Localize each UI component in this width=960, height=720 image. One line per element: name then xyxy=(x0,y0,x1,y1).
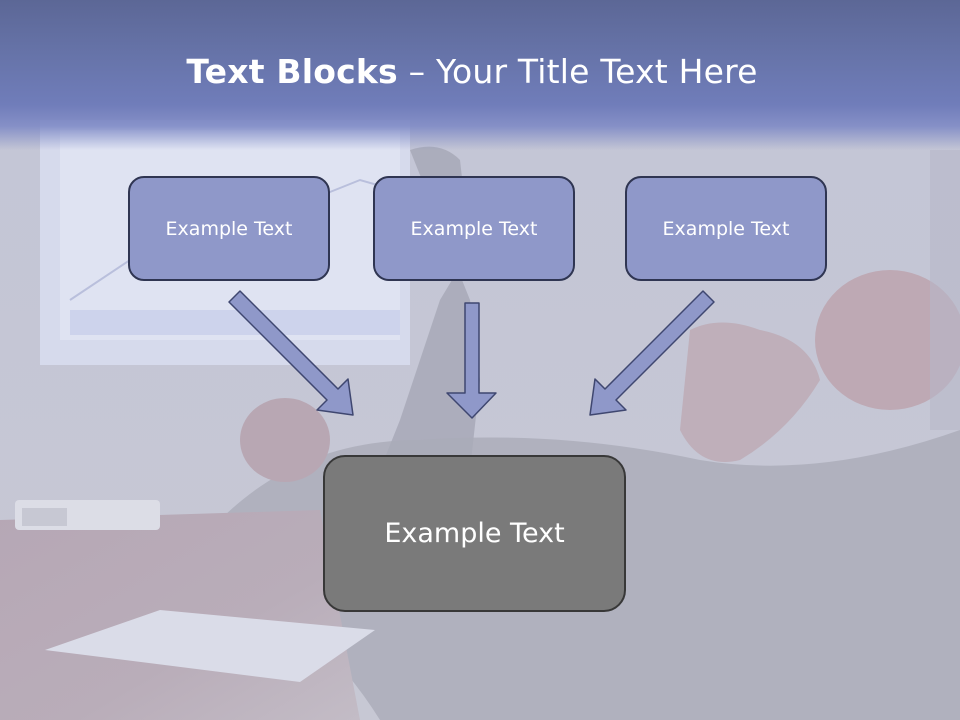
text-block-left[interactable]: Example Text xyxy=(128,176,330,281)
title-bold-text: Text Blocks xyxy=(186,52,398,91)
text-block-right-label: Example Text xyxy=(662,217,790,240)
seated-person-head xyxy=(240,398,330,482)
arrow-left-diagonal xyxy=(228,290,354,416)
arrow-center-down xyxy=(446,302,497,419)
text-block-center-label: Example Text xyxy=(410,217,538,240)
text-block-center[interactable]: Example Text xyxy=(373,176,575,281)
text-block-left-label: Example Text xyxy=(165,217,293,240)
main-text-block-label: Example Text xyxy=(384,518,565,549)
slide-title[interactable]: Text Blocks – Your Title Text Here xyxy=(0,52,944,91)
title-regular-text: Your Title Text Here xyxy=(435,52,758,91)
raised-hand xyxy=(680,322,820,462)
main-text-block[interactable]: Example Text xyxy=(323,455,626,612)
arrow-right-diagonal xyxy=(589,290,715,416)
title-band xyxy=(0,0,960,150)
text-block-right[interactable]: Example Text xyxy=(625,176,827,281)
reclining-man-head xyxy=(815,270,960,410)
paper-document xyxy=(45,610,375,682)
title-separator: – xyxy=(397,52,436,91)
